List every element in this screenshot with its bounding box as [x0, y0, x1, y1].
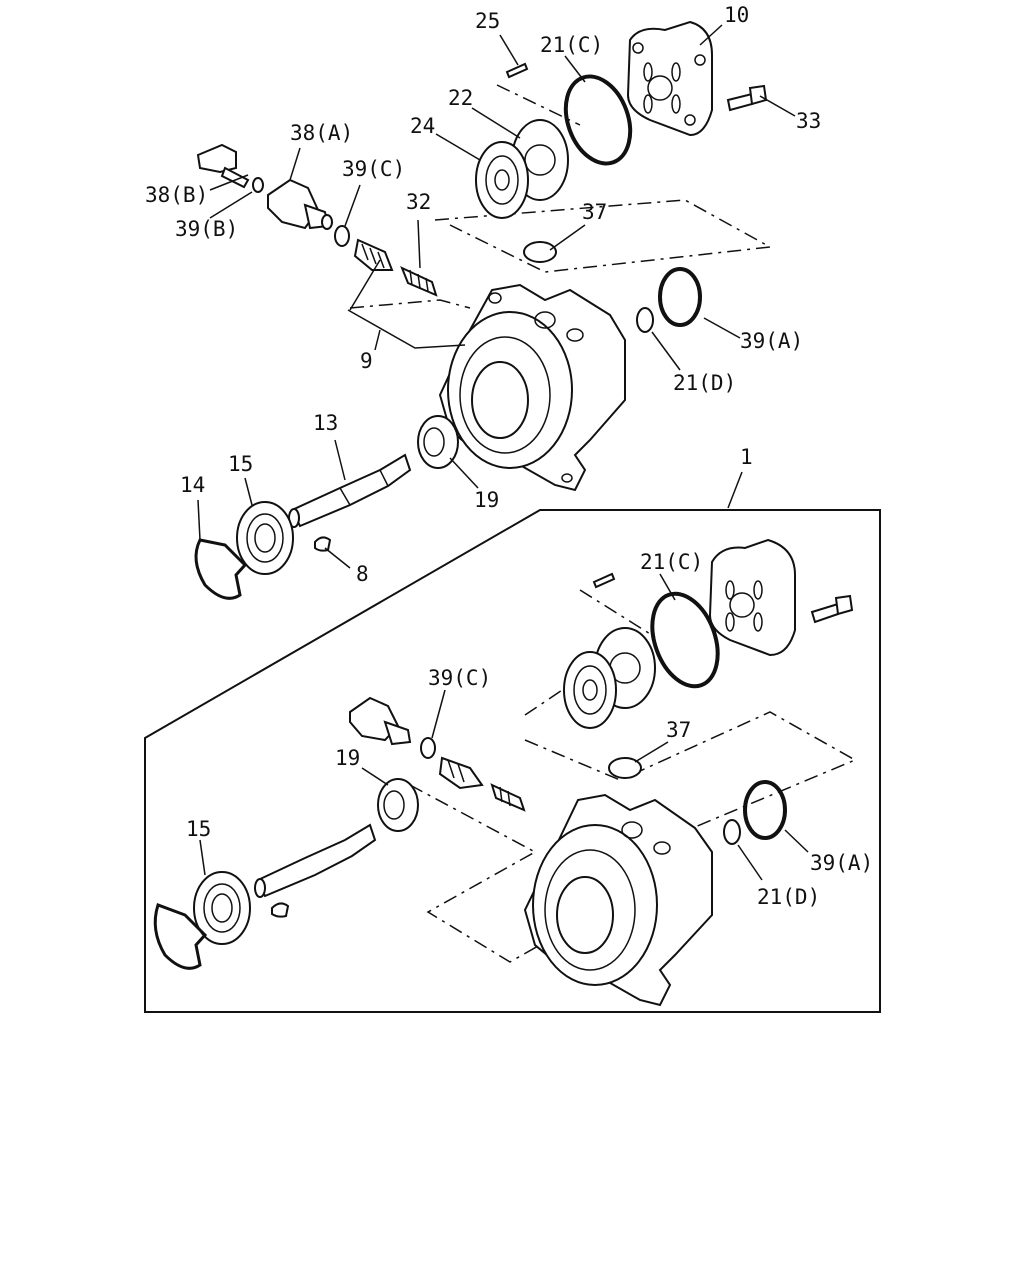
assembly-line-upper-cover [434, 84, 773, 273]
part-32-spring [400, 266, 438, 297]
part-38b-banjo-bolt [196, 143, 250, 189]
part-39c-o-ring [334, 225, 350, 247]
label-21d-top: 21(D) [673, 371, 736, 395]
leader-lines-upper [197, 24, 796, 569]
label-21d-box: 21(D) [757, 885, 820, 909]
label-14: 14 [180, 473, 205, 497]
leader-line-1 [727, 471, 743, 509]
label-1: 1 [740, 445, 753, 469]
label-13: 13 [313, 411, 338, 435]
part-15-bearing [236, 501, 294, 575]
kit-part-39c-o-ring [420, 737, 436, 759]
part-24-rotor [475, 141, 529, 219]
kit-part-shaft [254, 823, 377, 898]
label-38a: 38(A) [290, 121, 353, 145]
kit-part-fitting [349, 696, 412, 746]
label-19-box: 19 [335, 746, 360, 770]
kit-part-pin [592, 572, 616, 589]
kit-part-39a-o-ring [743, 780, 787, 840]
part-37-o-ring [523, 241, 557, 263]
label-9: 9 [360, 349, 373, 373]
kit-part-cover-plate [708, 538, 796, 657]
kit-part-37-o-ring [608, 757, 642, 779]
kit-part-19-oil-seal [377, 778, 419, 832]
kit-part-15-bearing [193, 871, 251, 945]
part-39b-washer [252, 177, 264, 193]
label-39c-box: 39(C) [428, 666, 491, 690]
label-15-top: 15 [228, 452, 253, 476]
kit-part-pump-body [523, 793, 713, 1007]
kit-part-snap-ring [153, 903, 208, 970]
label-21c-box: 21(C) [640, 550, 703, 574]
part-8-key [314, 536, 332, 552]
kit-part-spring [490, 783, 526, 812]
kit-part-bolt [810, 594, 854, 624]
kit-part-key [271, 902, 290, 918]
part-38a-fitting [267, 178, 333, 230]
label-22: 22 [448, 86, 473, 110]
label-25: 25 [475, 9, 500, 33]
label-38b: 38(B) [145, 183, 208, 207]
label-8: 8 [356, 562, 369, 586]
label-19-top: 19 [474, 488, 499, 512]
part-25-pin [505, 62, 529, 79]
part-flow-control-valve [353, 238, 394, 271]
label-10: 10 [724, 3, 749, 27]
label-39c-top: 39(C) [342, 157, 405, 181]
label-15-box: 15 [186, 817, 211, 841]
label-39a-box: 39(A) [810, 851, 873, 875]
label-39b: 39(B) [175, 217, 238, 241]
kit-box-outline [144, 509, 881, 1013]
part-13-shaft [288, 453, 412, 528]
assembly-line-upper-valve [349, 299, 471, 309]
part-39a-o-ring [658, 267, 702, 327]
kit-part-21c-o-ring [650, 591, 720, 689]
part-33-bolt [726, 84, 768, 112]
kit-part-rotor [563, 651, 617, 729]
part-10-cover-plate [626, 20, 713, 137]
part-19-oil-seal [417, 415, 459, 469]
part-pump-body [438, 283, 626, 492]
assembly-line-box-shaft [409, 784, 576, 963]
part-21d-o-ring [636, 307, 654, 333]
label-37-box: 37 [666, 718, 691, 742]
kit-part-valve [438, 756, 484, 790]
part-14-snap-ring [194, 538, 248, 600]
kit-part-21d-o-ring [723, 819, 741, 845]
leader-lines-box [199, 573, 809, 881]
label-33: 33 [796, 109, 821, 133]
label-32: 32 [406, 190, 431, 214]
label-21c-top: 21(C) [540, 33, 603, 57]
label-37-top: 37 [582, 200, 607, 224]
label-24: 24 [410, 114, 435, 138]
label-39a-top: 39(A) [740, 329, 803, 353]
